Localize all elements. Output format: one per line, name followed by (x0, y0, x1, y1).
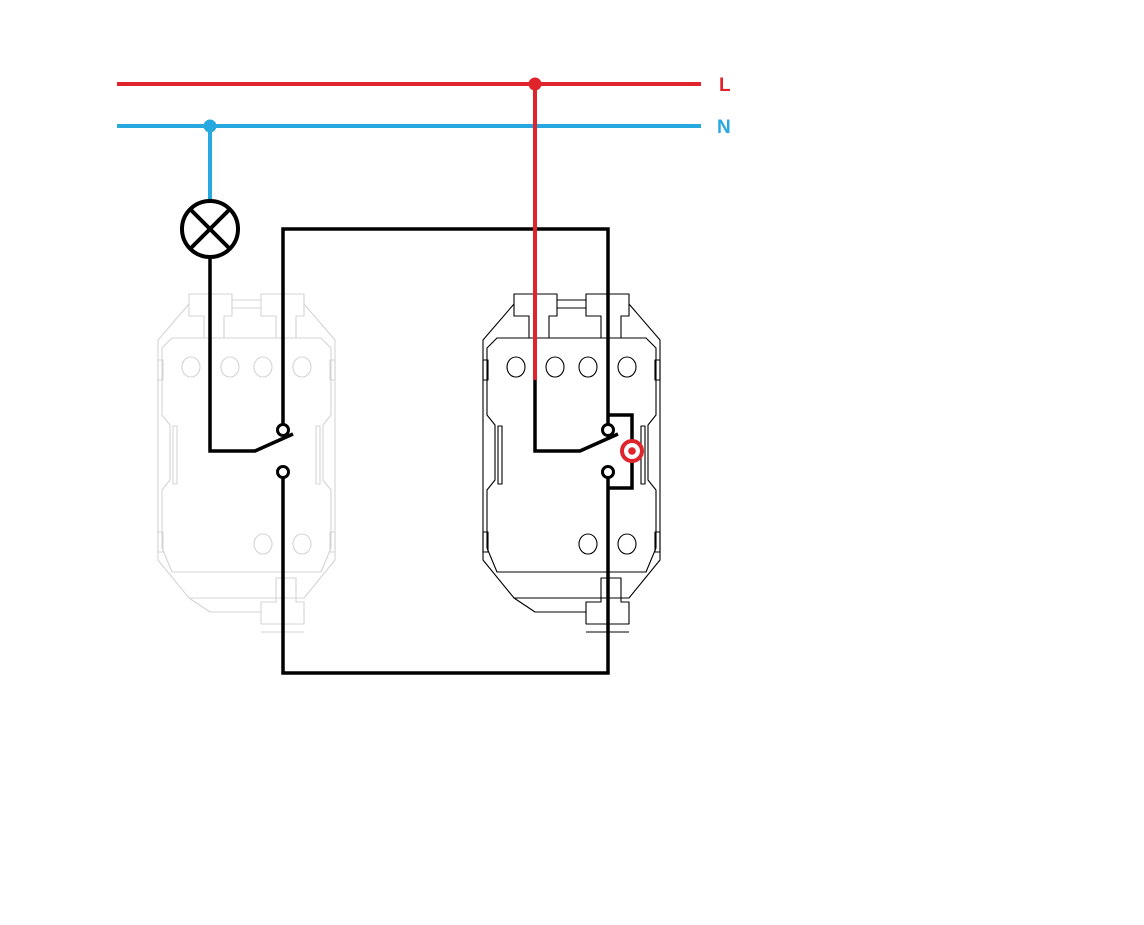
switch-right-top-clips (513, 293, 630, 339)
lamp-to-left-switch-common-wire (208, 257, 294, 453)
traveler-wire-top (281, 227, 610, 430)
switch-left-terminal-top (276, 423, 290, 437)
switch-left-body (157, 293, 336, 633)
switch-right-body (482, 293, 661, 633)
switch-left-terminal-holes (181, 356, 312, 555)
traveler-wire-bottom (281, 472, 610, 675)
neutral-bus-label: N (717, 117, 731, 138)
switch-right-terminal-holes (506, 356, 637, 555)
switch-left-top-clips (188, 293, 305, 339)
live-junction-dot (528, 77, 542, 91)
neutral-junction-dot (203, 119, 217, 133)
switch-right-terminal-bottom (601, 465, 615, 479)
switch-right-terminal-top (601, 423, 615, 437)
switch-right-indicator-icon (620, 439, 644, 463)
switch-left-bottom-clip (188, 577, 305, 633)
live-bus-label: L (719, 75, 731, 96)
lamp-symbol (180, 199, 240, 259)
switch-right-bottom-clip (513, 577, 630, 633)
switch-left-terminal-bottom (276, 465, 290, 479)
right-switch-common-wire (533, 380, 619, 453)
